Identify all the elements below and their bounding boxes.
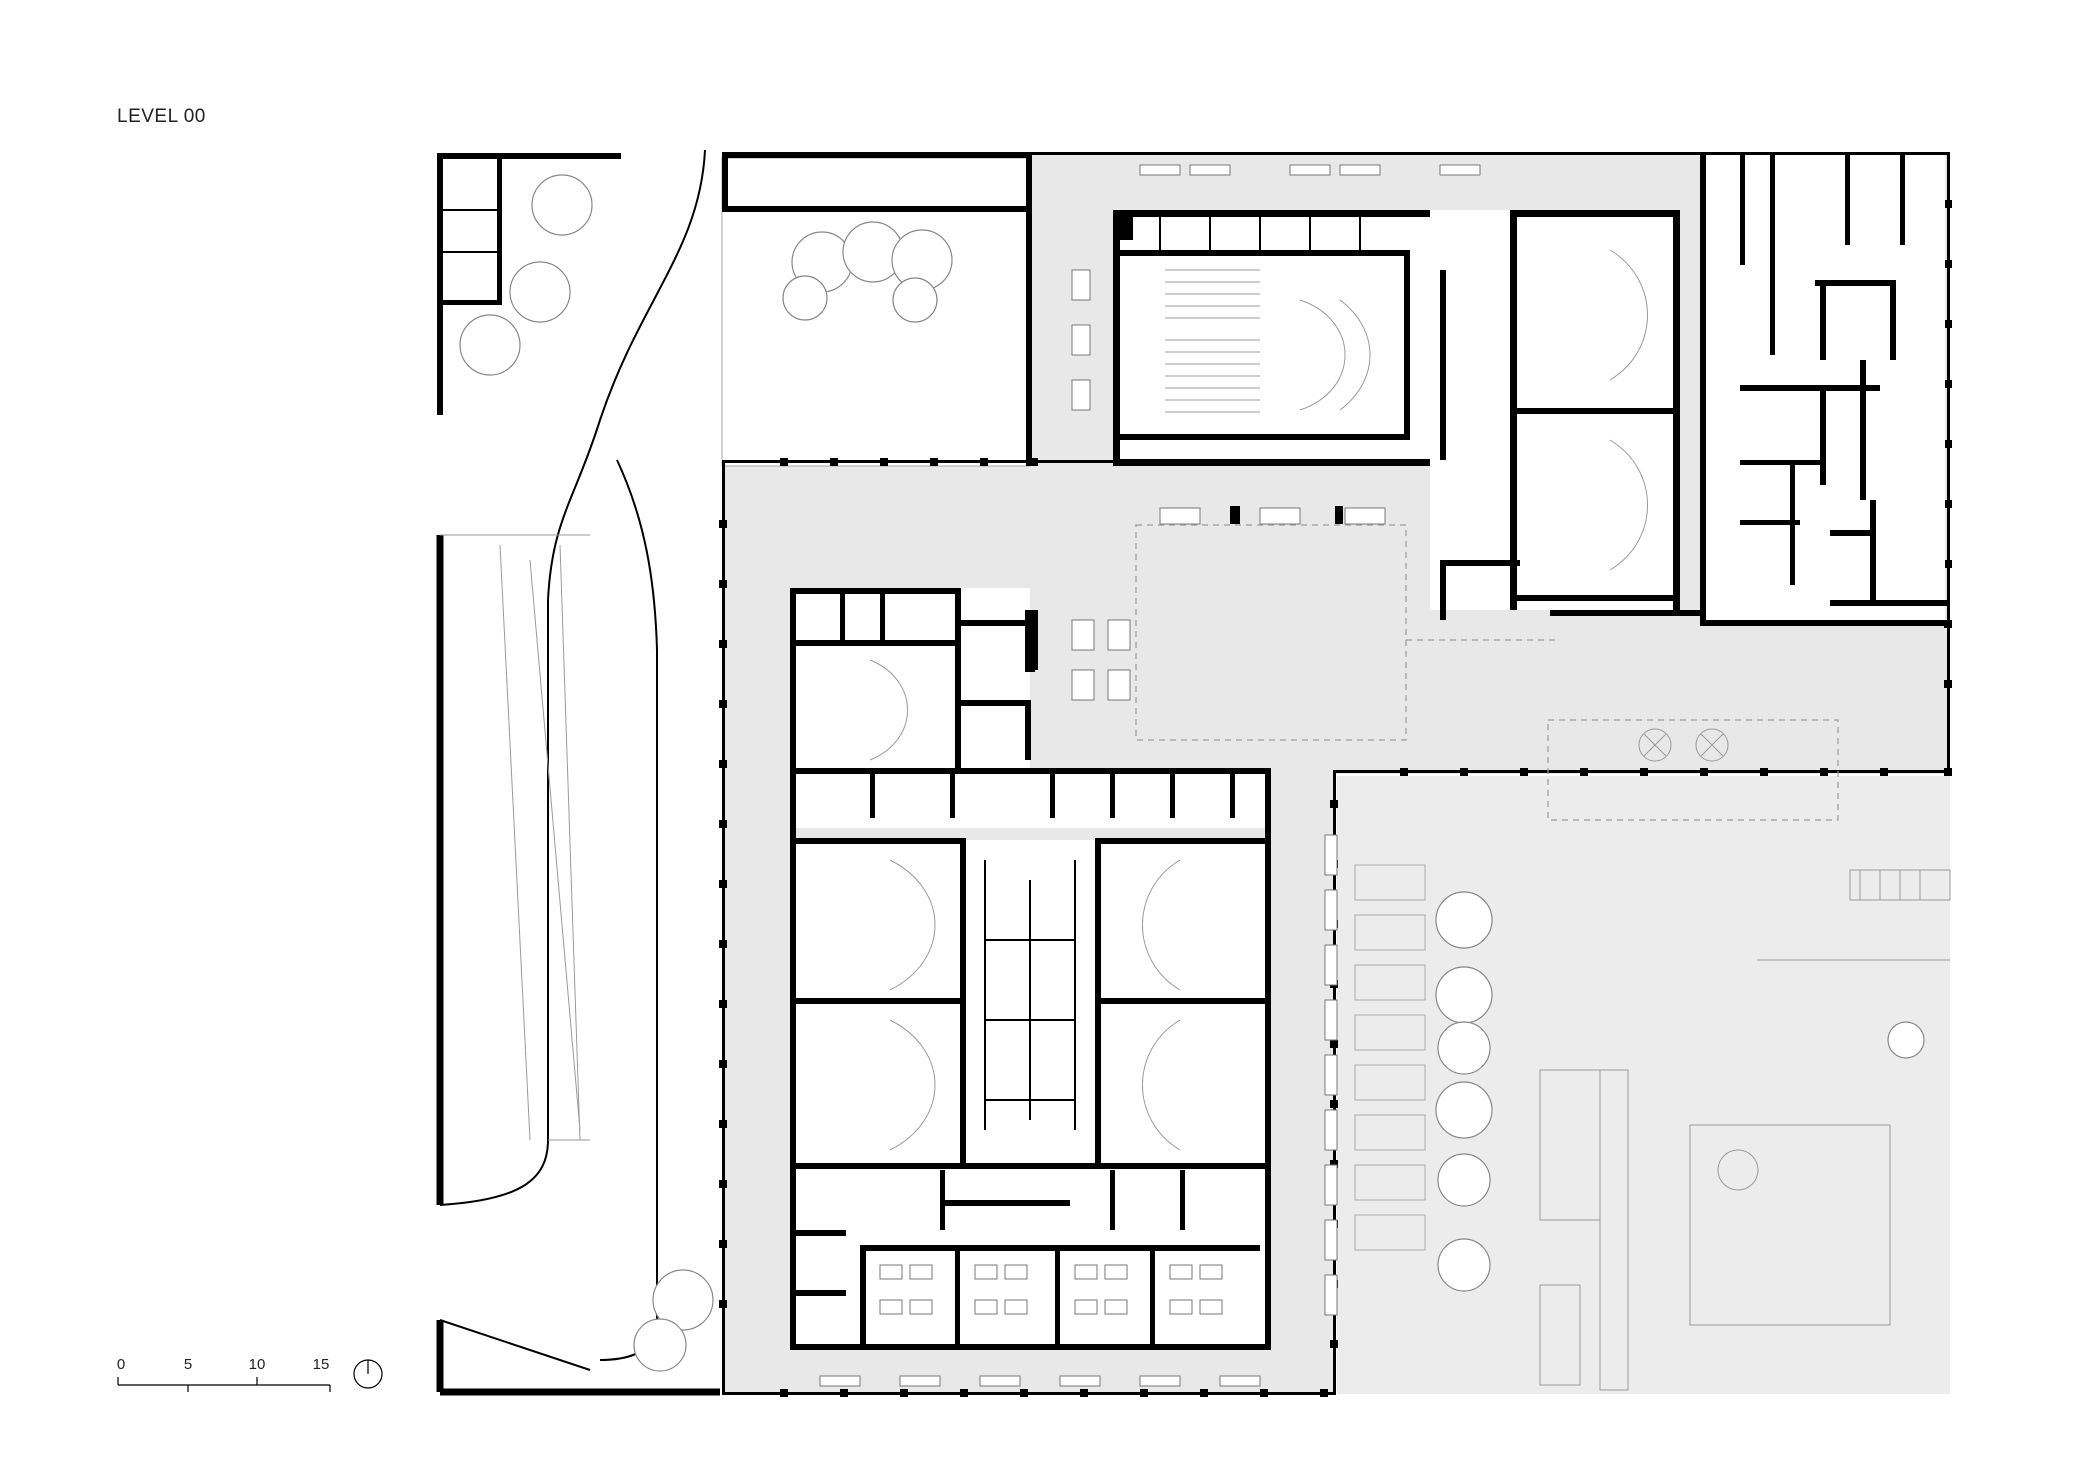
scale-label-15: 15 (312, 1356, 330, 1373)
garden-courtyard (721, 157, 1031, 467)
service-blocks (1700, 155, 1950, 626)
scale-label-0: 0 (116, 1356, 126, 1373)
scale-label-10: 10 (248, 1356, 266, 1373)
mid-corridor-band (790, 768, 1271, 848)
trees (459, 174, 1925, 1372)
garden-wall (722, 152, 1032, 158)
classrooms (790, 838, 1271, 1178)
north-arrow-icon (353, 1359, 383, 1389)
drawing-title: LEVEL 00 (117, 106, 206, 127)
bottom-rooms (790, 1165, 1271, 1350)
left-school-wing (790, 588, 1033, 768)
auditorium-seating (1165, 269, 1260, 413)
top-left-building (437, 153, 621, 415)
driveway-ramp (436, 149, 720, 1396)
playground (1539, 728, 1951, 1391)
scale-bar (117, 1377, 331, 1392)
plaza-tables (819, 164, 1481, 1387)
planters (1354, 864, 1426, 1251)
desks (879, 1264, 1223, 1315)
auditorium-building (1113, 210, 1483, 466)
top-right-building (1430, 210, 1710, 620)
scale-label-5: 5 (183, 1356, 193, 1373)
wing-corner-wall (1025, 612, 1035, 672)
dashed-zones (1135, 524, 1839, 821)
